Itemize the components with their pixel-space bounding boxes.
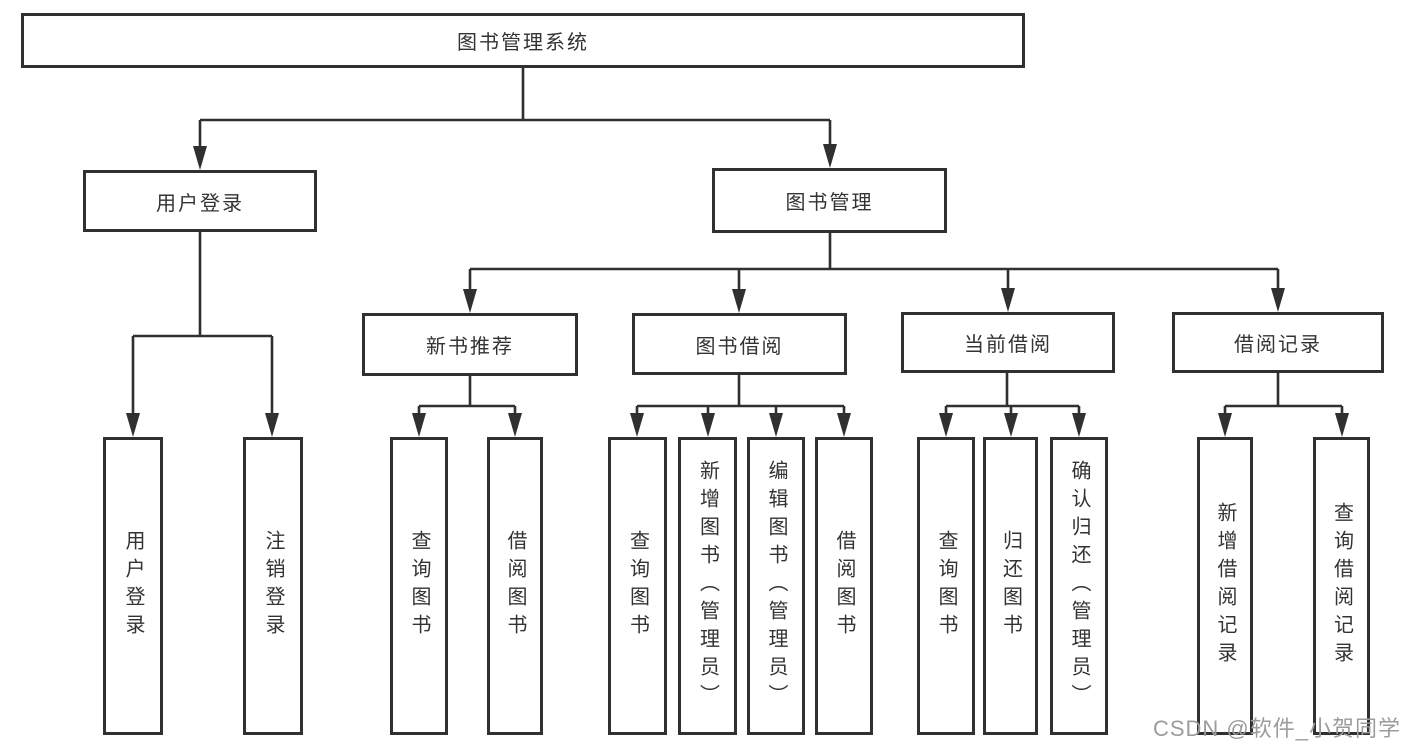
leaf-query-books: 查询图书 xyxy=(390,437,448,735)
node-book-borrowing: 图书借阅 xyxy=(632,313,847,375)
node-library-management-system: 图书管理系统 xyxy=(21,13,1025,68)
node-label: 图书借阅 xyxy=(695,335,784,358)
leaf-label: 查询图书 xyxy=(408,530,430,642)
tree-edges xyxy=(131,68,1344,415)
leaf-query-books: 查询图书 xyxy=(917,437,975,735)
csdn-watermark: CSDN @软件_小贺同学 xyxy=(1152,716,1401,741)
leaf-label: 新增借阅记录 xyxy=(1214,502,1236,670)
leaf-label: 新增图书（管理员） xyxy=(696,460,719,712)
leaf-label: 用户登录 xyxy=(122,530,144,642)
leaf-query-books: 查询图书 xyxy=(608,437,667,735)
arrow-down-icons xyxy=(126,144,1349,437)
node-label: 新书推荐 xyxy=(426,336,514,358)
leaf-label: 借阅图书 xyxy=(504,530,526,642)
leaf-query-borrow-record: 查询借阅记录 xyxy=(1313,437,1370,735)
node-borrowing-records: 借阅记录 xyxy=(1172,312,1384,373)
node-label: 借阅记录 xyxy=(1234,334,1322,356)
node-label: 图书管理系统 xyxy=(457,32,589,54)
leaf-logout: 注销登录 xyxy=(243,437,303,735)
leaf-label: 编辑图书（管理员） xyxy=(765,460,787,712)
leaf-confirm-return-admin: 确认归还（管理员） xyxy=(1050,437,1108,735)
leaf-user-login: 用户登录 xyxy=(103,437,163,735)
leaf-borrow-books: 借阅图书 xyxy=(487,437,543,735)
leaf-label: 注销登录 xyxy=(262,530,284,642)
leaf-label: 确认归还（管理员） xyxy=(1068,460,1090,712)
leaf-add-borrow-record: 新增借阅记录 xyxy=(1197,437,1253,735)
leaf-return-books: 归还图书 xyxy=(983,437,1038,735)
leaf-add-books-admin: 新增图书（管理员） xyxy=(678,437,737,735)
leaf-label: 查询图书 xyxy=(935,530,957,642)
node-label: 当前借阅 xyxy=(964,334,1052,356)
leaf-edit-books-admin: 编辑图书（管理员） xyxy=(747,437,805,735)
node-new-book-recommend: 新书推荐 xyxy=(362,313,578,376)
node-user-login-branch: 用户登录 xyxy=(83,170,317,232)
leaf-label: 借阅图书 xyxy=(833,530,855,642)
leaf-borrow-books: 借阅图书 xyxy=(815,437,873,735)
node-current-borrowing: 当前借阅 xyxy=(901,312,1115,373)
leaf-label: 查询借阅记录 xyxy=(1330,502,1353,670)
node-book-management-branch: 图书管理 xyxy=(712,168,947,233)
node-label: 用户登录 xyxy=(156,192,244,215)
leaf-label: 归还图书 xyxy=(999,530,1022,642)
leaf-label: 查询图书 xyxy=(626,530,649,642)
node-label: 图书管理 xyxy=(785,192,874,214)
